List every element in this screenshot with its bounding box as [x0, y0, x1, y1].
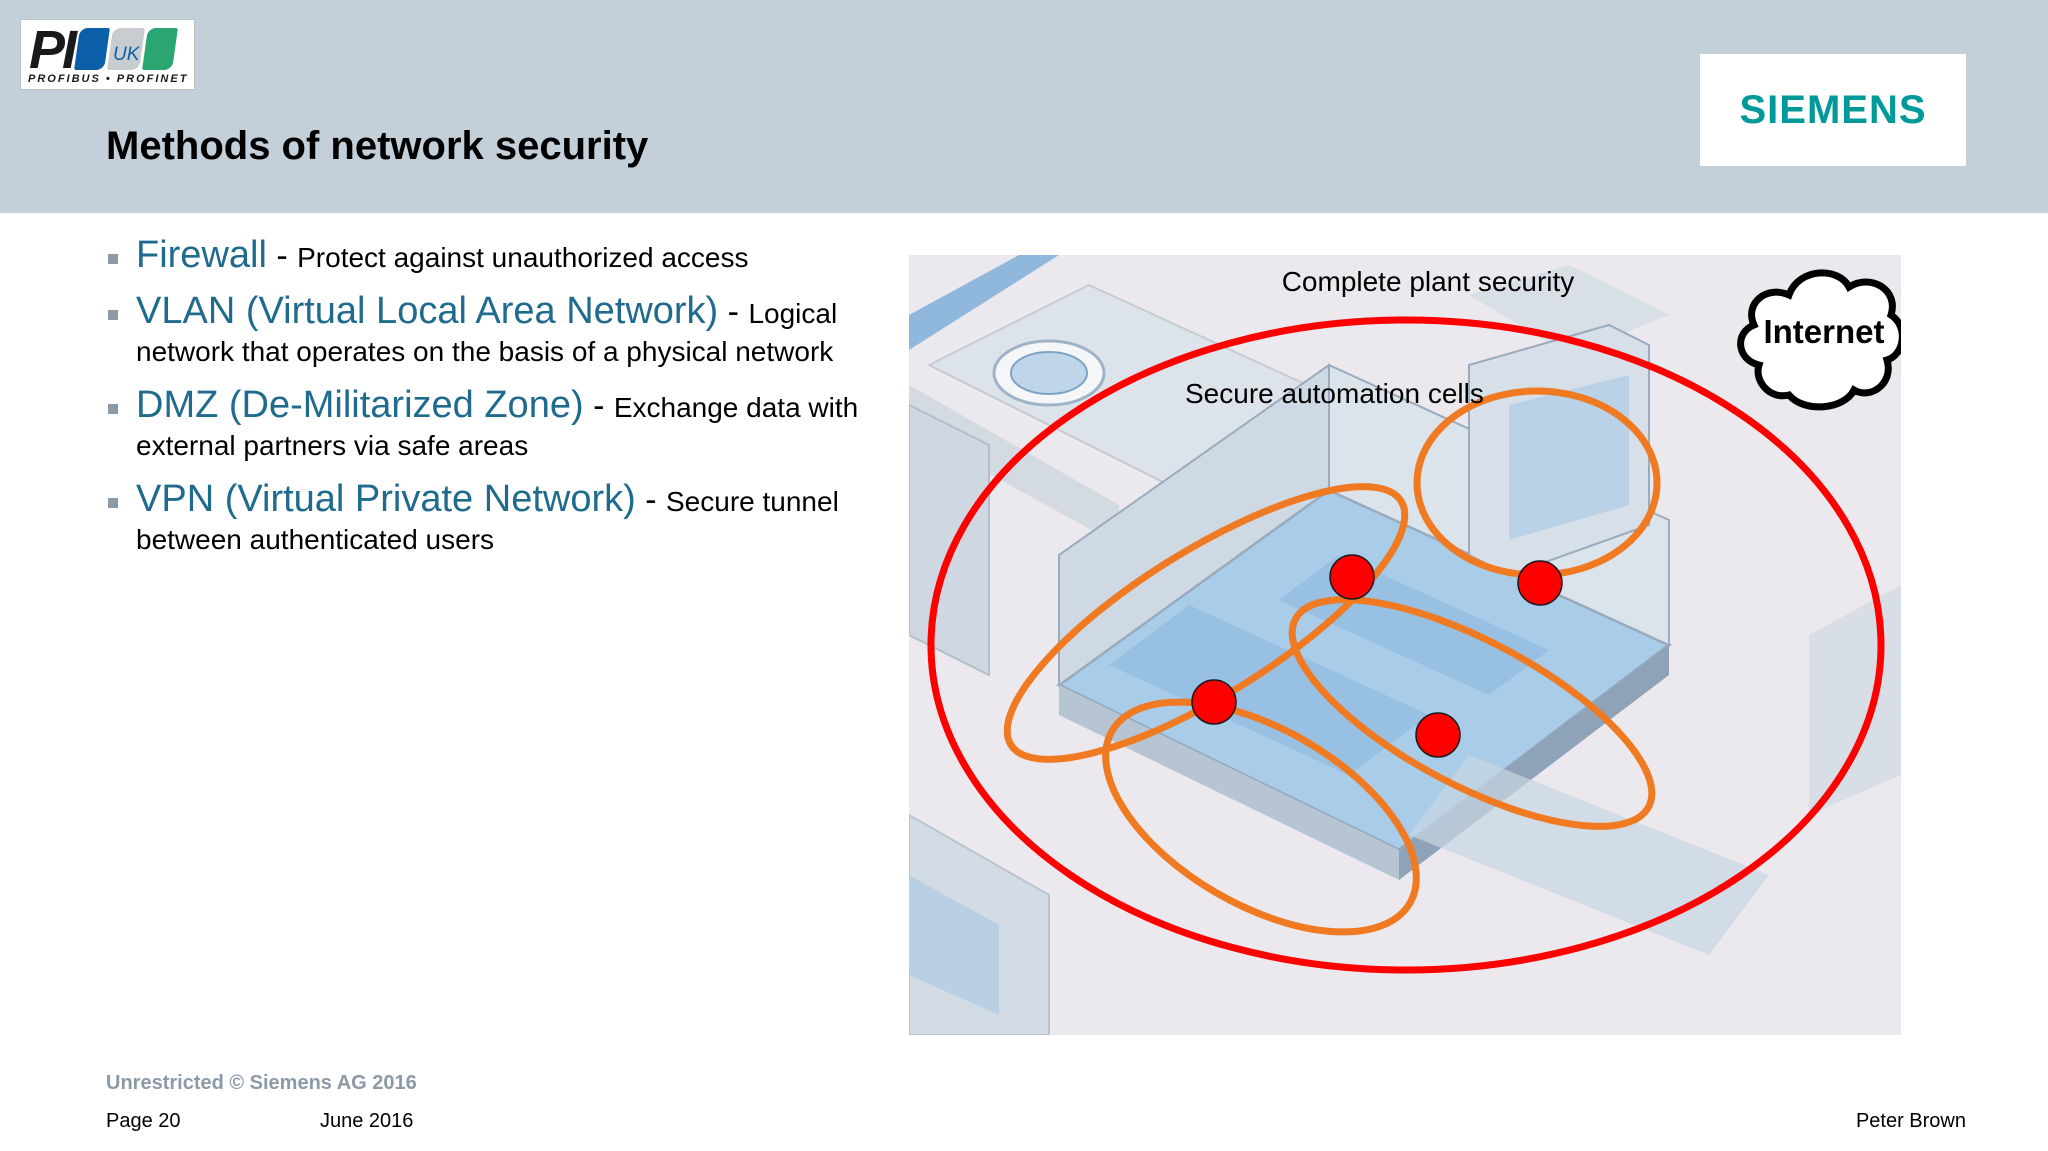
bullet-item-firewall: Firewall - Protect against unauthorized … — [106, 236, 886, 277]
footer-date: June 2016 — [320, 1110, 414, 1132]
bullet-item-dmz: DMZ (De-Militarized Zone) - Exchange dat… — [106, 386, 886, 465]
logo-green-block — [142, 28, 178, 70]
bullet-square-icon — [108, 254, 118, 264]
automation-cells-label: Secure automation cells — [1185, 378, 1484, 409]
security-nodes — [1191, 554, 1563, 758]
bullet-description: Protect against unauthorized access — [297, 242, 749, 273]
internet-cloud-icon: Internet — [1737, 269, 1901, 411]
footer-author: Peter Brown — [1855, 1110, 1966, 1132]
security-node — [1329, 554, 1375, 600]
footer-copyright: Unrestricted © Siemens AG 2016 — [106, 1072, 417, 1094]
plant-security-ring — [927, 316, 1885, 974]
slide-header: PI UK PROFIBUS • PROFINET SIEMENS Method… — [0, 0, 2048, 213]
bullet-separator: - — [635, 481, 666, 519]
bullet-separator: - — [718, 293, 749, 331]
slide-title: Methods of network security — [106, 124, 649, 168]
bullet-separator: - — [266, 237, 298, 275]
logo-blue-block — [74, 28, 110, 70]
bullet-term: DMZ (De-Militarized Zone) — [136, 384, 584, 426]
siemens-logo: SIEMENS — [1700, 54, 1966, 166]
bullet-square-icon — [108, 404, 118, 414]
automation-cells — [1003, 387, 1661, 936]
bullet-description: Secure tunnel between authenticated user… — [136, 486, 839, 555]
logo-region-text: UK — [113, 44, 140, 65]
plant-security-label: Complete plant security — [1282, 266, 1575, 297]
siemens-wordmark: SIEMENS — [1739, 87, 1927, 132]
automation-cell-bottom — [1102, 698, 1420, 936]
plant-security-diagram: Internet Complete plant security Secure … — [909, 255, 1901, 1035]
automation-cell-middle — [1288, 596, 1656, 830]
bullet-list: Firewall - Protect against unauthorized … — [106, 236, 886, 574]
bullet-description: Logical network that operates on the bas… — [136, 298, 838, 367]
bullet-term: Firewall — [136, 234, 267, 276]
bullet-term: VLAN (Virtual Local Area Network) — [136, 290, 719, 332]
bullet-square-icon — [108, 498, 118, 508]
pi-uk-logo: PI UK PROFIBUS • PROFINET — [20, 19, 195, 90]
automation-cell-left — [1003, 483, 1409, 763]
bullet-separator: - — [583, 387, 614, 425]
security-node — [1415, 712, 1461, 758]
bullet-item-vlan: VLAN (Virtual Local Area Network) - Logi… — [106, 292, 886, 371]
security-node — [1191, 679, 1237, 725]
security-node — [1517, 560, 1563, 606]
bullet-term: VPN (Virtual Private Network) — [136, 478, 636, 520]
logo-tagline: PROFIBUS • PROFINET — [28, 73, 189, 85]
internet-cloud-label: Internet — [1763, 313, 1884, 350]
bullet-description: Exchange data with external partners via… — [136, 392, 859, 461]
logo-pi-text: PI — [29, 20, 77, 80]
bullet-item-vpn: VPN (Virtual Private Network) - Secure t… — [106, 480, 886, 559]
footer-page-number: Page 20 — [106, 1110, 181, 1132]
bullet-square-icon — [108, 310, 118, 320]
